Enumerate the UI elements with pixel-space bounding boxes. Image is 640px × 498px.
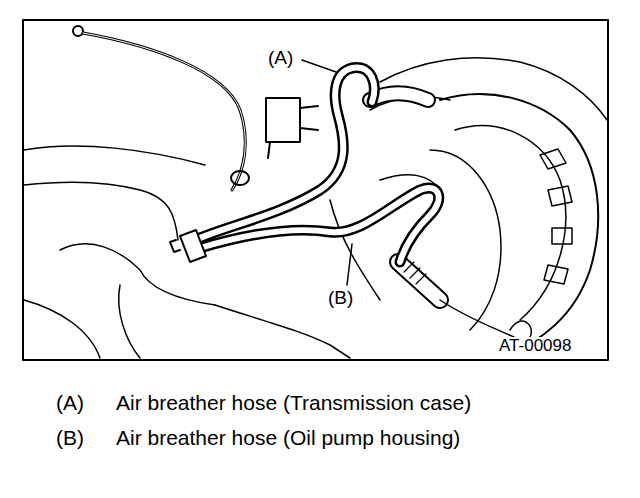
callout-letter: (A) bbox=[268, 48, 293, 69]
figure-frame bbox=[23, 20, 608, 360]
air-breather-hose-b bbox=[200, 188, 439, 262]
callout-letter: (B) bbox=[328, 288, 353, 309]
air-breather-hose-a bbox=[195, 68, 374, 240]
leader-line bbox=[347, 244, 352, 285]
key-letter: (A) bbox=[56, 391, 84, 414]
key-letter: (B) bbox=[56, 426, 84, 449]
leader-line bbox=[302, 60, 336, 72]
part-name: Air breather hose (Oil pump housing) bbox=[116, 426, 460, 449]
figure-number: AT-00098 bbox=[497, 337, 573, 356]
part-name: Air breather hose (Transmission case) bbox=[116, 391, 471, 414]
